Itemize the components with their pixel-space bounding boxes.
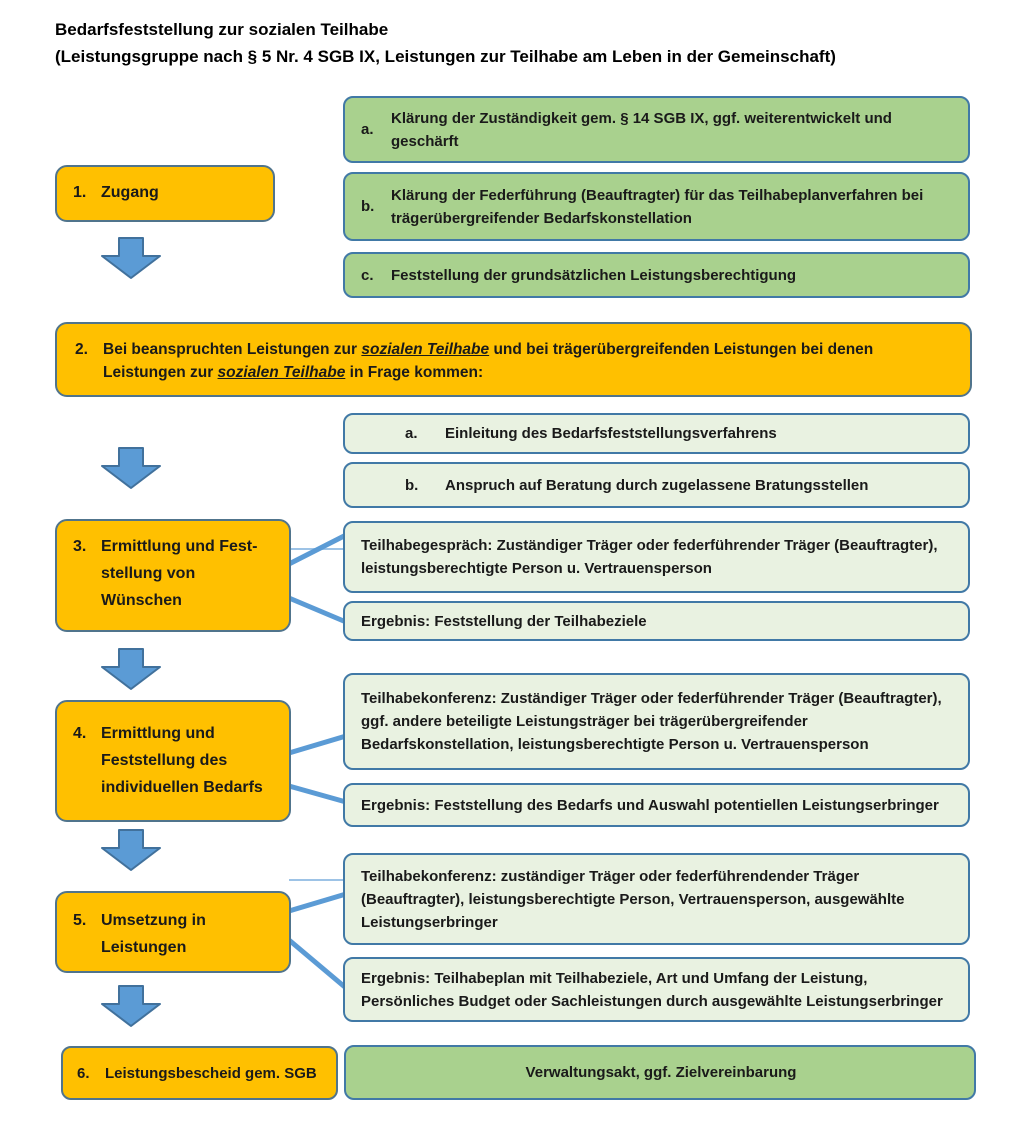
step-text: Ermittlung und Feststellung des individu… <box>101 725 263 796</box>
step2-text-post: in Frage kommen: <box>345 364 484 381</box>
step-text: Bei beanspruchten Leistungen zur soziale… <box>103 338 954 384</box>
step-6-box: 6. Leistungsbescheid gem. SGB <box>61 1046 338 1100</box>
step-text: Leistungsbescheid gem. SGB <box>105 1064 317 1082</box>
stage6-result-box: Verwaltungsakt, ggf. Zielvereinbarung <box>344 1045 976 1100</box>
step2-text-em1: sozialen Teilhabe <box>361 341 490 358</box>
step-text: Zugang <box>101 184 159 201</box>
stage5-box-1: Teilhabekonferenz: zuständiger Träger od… <box>343 853 970 945</box>
page-title-line2: (Leistungsgruppe nach § 5 Nr. 4 SGB IX, … <box>55 47 836 66</box>
stage1-item-b: b. Klärung der Federführung (Beauftragte… <box>343 172 970 241</box>
step-label: 6. <box>77 1064 90 1082</box>
item-label: a. <box>405 425 418 442</box>
result-text: Verwaltungsakt, ggf. Zielvereinbarung <box>525 1064 797 1081</box>
item-text: Anspruch auf Beratung durch zugelassene … <box>445 476 869 494</box>
step2-text-pre: Bei beanspruchten Leistungen zur <box>103 341 362 358</box>
step-text: Umsetzung in Leistungen <box>101 912 206 956</box>
stage1-item-c: c. Feststellung der grundsätzlichen Leis… <box>343 252 970 298</box>
item-label: b. <box>405 476 419 494</box>
page-title-line1: Bedarfsfeststellung zur sozialen Teilhab… <box>55 20 389 39</box>
down-arrow-icon <box>101 648 161 690</box>
step-text: Ermittlung und Fest- stellung von Wünsch… <box>101 538 258 609</box>
stage3-box-2: Ergebnis: Feststellung der Teilhabeziele <box>343 601 970 641</box>
stage2-item-b: b. Anspruch auf Beratung durch zugelasse… <box>343 462 970 508</box>
detail-text: Teilhabekonferenz: Zuständiger Träger od… <box>361 690 942 753</box>
detail-text: Ergebnis: Teilhabeplan mit Teilhabeziele… <box>361 969 943 1010</box>
stage3-box-1: Teilhabegespräch: Zuständiger Träger ode… <box>343 521 970 593</box>
page-title: Bedarfsfeststellung zur sozialen Teilhab… <box>55 16 995 70</box>
item-text: Klärung der Zuständigkeit gem. § 14 SGB … <box>391 109 892 150</box>
item-text: Feststellung der grundsätzlichen Leistun… <box>391 266 797 284</box>
step-3-box: 3. Ermittlung und Fest- stellung von Wün… <box>55 519 291 632</box>
item-label: b. <box>361 198 375 215</box>
down-arrow-icon <box>101 829 161 871</box>
down-arrow-icon <box>101 237 161 279</box>
stage5-box-2: Ergebnis: Teilhabeplan mit Teilhabeziele… <box>343 957 970 1022</box>
stage1-item-a: a. Klärung der Zuständigkeit gem. § 14 S… <box>343 96 970 163</box>
step-1-box: 1. Zugang <box>55 165 275 222</box>
down-arrow-icon <box>101 447 161 489</box>
item-text: Klärung der Federführung (Beauftragter) … <box>391 186 924 227</box>
item-text: Einleitung des Bedarfsfeststellungsverfa… <box>445 425 777 442</box>
detail-text: Ergebnis: Feststellung des Bedarfs und A… <box>361 796 939 814</box>
stage4-box-2: Ergebnis: Feststellung des Bedarfs und A… <box>343 783 970 827</box>
step-label: 4. <box>73 725 87 742</box>
step-label: 2. <box>75 341 88 358</box>
stage2-item-a: a. Einleitung des Bedarfsfeststellungsve… <box>343 413 970 454</box>
step2-text-mid: und bei trägerübergreifenden Leistungen … <box>103 341 874 381</box>
step-4-box: 4. Ermittlung und Feststellung des indiv… <box>55 700 291 822</box>
detail-text: Teilhabekonferenz: zuständiger Träger od… <box>361 867 905 931</box>
item-label: a. <box>361 121 374 138</box>
step-label: 3. <box>73 538 87 555</box>
item-label: c. <box>361 266 374 284</box>
detail-text: Teilhabegespräch: Zuständiger Träger ode… <box>361 537 938 577</box>
step-label: 1. <box>73 184 87 201</box>
step-5-box: 5. Umsetzung in Leistungen <box>55 891 291 973</box>
down-arrow-icon <box>101 985 161 1027</box>
stage4-box-1: Teilhabekonferenz: Zuständiger Träger od… <box>343 673 970 770</box>
step-label: 5. <box>73 912 87 929</box>
step2-text-em2: sozialen Teilhabe <box>217 364 346 381</box>
step-2-box: 2. Bei beanspruchten Leistungen zur sozi… <box>55 322 972 397</box>
detail-text: Ergebnis: Feststellung der Teilhabeziele <box>361 612 647 630</box>
